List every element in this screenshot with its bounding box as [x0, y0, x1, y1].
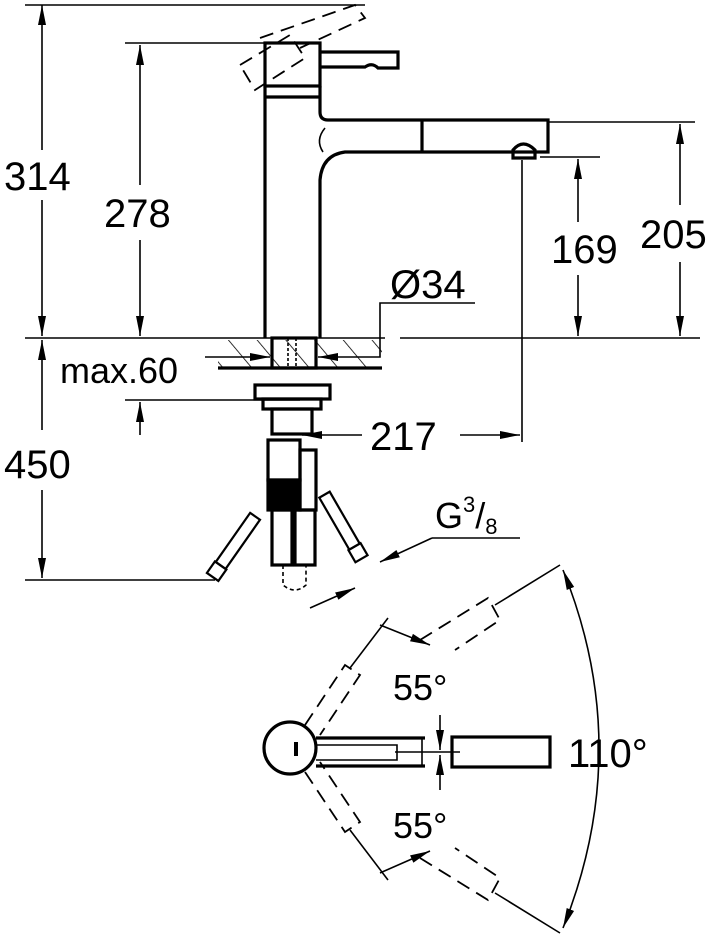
mounting-hardware: [205, 383, 370, 591]
deck-section: [218, 336, 382, 370]
label-angle-up: 55°: [393, 667, 447, 708]
label-angle-down: 55°: [393, 805, 447, 846]
label-278: 278: [104, 192, 171, 236]
label-217: 217: [370, 415, 437, 459]
label-angle-total: 110°: [568, 732, 648, 776]
extension-lines: [25, 4, 700, 581]
label-max-60: max.60: [60, 350, 178, 391]
label-thread: G3/8: [435, 492, 498, 539]
faucet-side-view: [263, 41, 550, 338]
hose-left: [205, 511, 262, 583]
hose-right: [317, 490, 370, 564]
handle-tilted-outline: [238, 3, 367, 92]
label-314: 314: [4, 155, 71, 199]
plan-view: [262, 564, 600, 934]
label-169: 169: [551, 228, 618, 272]
label-450: 450: [4, 443, 71, 487]
label-205: 205: [640, 213, 707, 257]
label-diameter-34: Ø34: [390, 263, 466, 307]
dimension-lines: [38, 5, 684, 609]
